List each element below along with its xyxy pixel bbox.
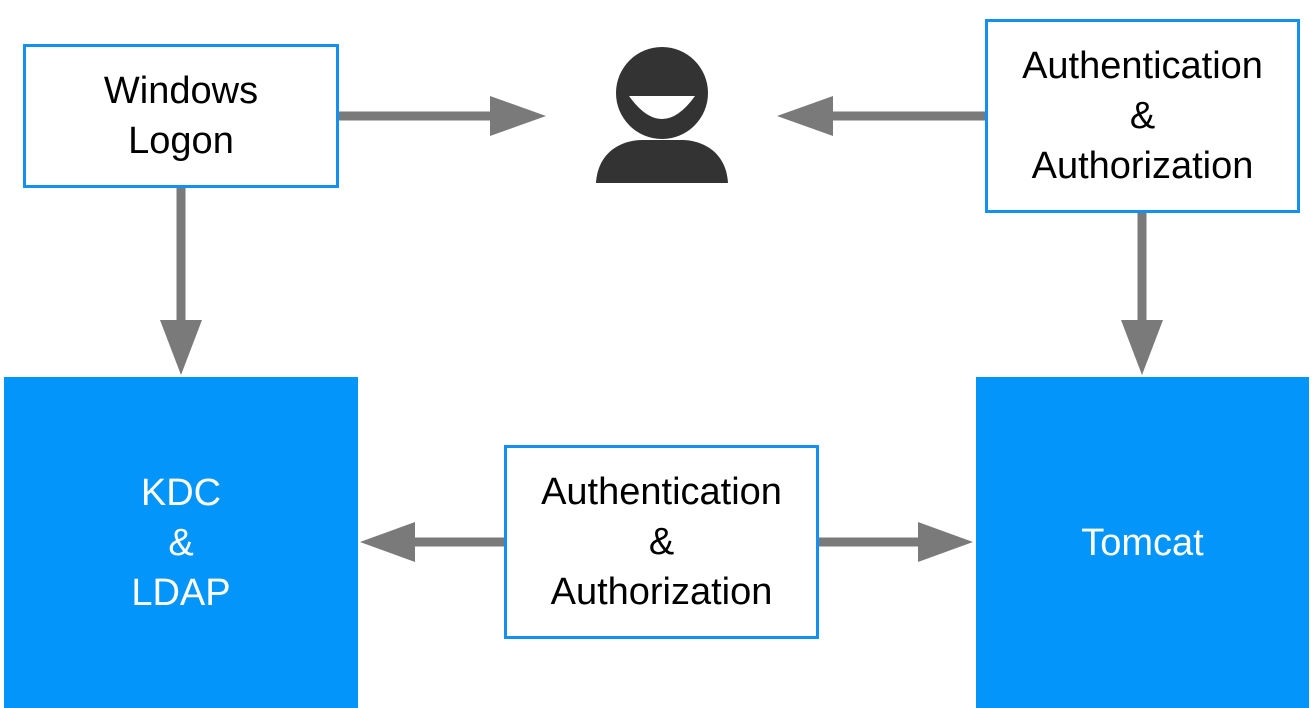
arrow-auth-top-to-user — [777, 96, 986, 136]
tomcat-label: Tomcat — [1081, 521, 1204, 564]
auth-top-line-2: & — [1129, 95, 1156, 137]
arrow-windows-logon-to-user — [338, 96, 546, 136]
arrow-auth-middle-to-tomcat — [818, 522, 973, 562]
kdc-ldap-line-2: & — [168, 521, 194, 564]
auth-top-box: Authentication & Authorization — [985, 19, 1300, 213]
auth-middle-box: Authentication & Authorization — [504, 445, 819, 639]
auth-middle-line-1: Authentication — [541, 471, 782, 513]
auth-middle-line-2: & — [648, 521, 675, 563]
windows-logon-line-2: Logon — [128, 120, 234, 162]
auth-top-line-1: Authentication — [1022, 45, 1263, 87]
kdc-ldap-box: KDC & LDAP — [4, 377, 358, 708]
auth-middle-line-3: Authorization — [550, 571, 773, 613]
arrow-windows-logon-to-kdc — [160, 187, 202, 375]
kdc-ldap-line-1: KDC — [140, 471, 222, 514]
arrow-auth-top-to-tomcat — [1121, 212, 1163, 375]
kdc-ldap-line-3: LDAP — [131, 571, 231, 614]
user-icon — [596, 47, 728, 183]
auth-top-line-3: Authorization — [1031, 145, 1254, 187]
arrow-auth-middle-to-kdc — [360, 522, 505, 562]
windows-logon-line-1: Windows — [103, 70, 259, 112]
tomcat-box: Tomcat — [976, 377, 1309, 708]
windows-logon-box: Windows Logon — [23, 44, 339, 188]
